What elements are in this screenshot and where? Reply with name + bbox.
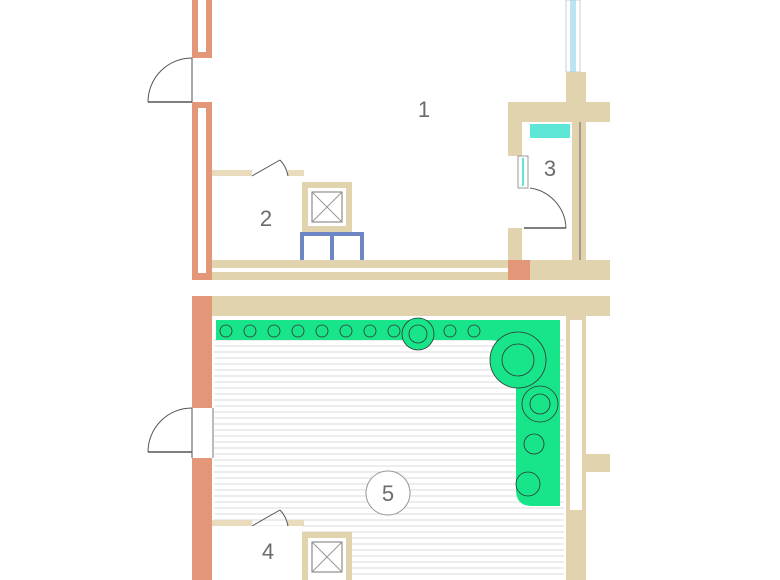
room-5-marker [365, 470, 411, 516]
exterior-wall-left [192, 0, 212, 580]
wall-upper-right [508, 0, 610, 262]
room-label-2: 2 [260, 206, 272, 231]
room-label-3: 3 [544, 156, 556, 181]
shrub-icon [467, 324, 481, 338]
shrub-icon [291, 324, 305, 338]
shrub-icon [387, 324, 401, 338]
shrub-icon [267, 324, 281, 338]
tree-icon [401, 317, 559, 497]
slab [192, 260, 610, 316]
sink-icon [530, 124, 570, 138]
partition-room-4 [212, 509, 304, 580]
door-swing-icon [147, 407, 214, 458]
elevator-icon [302, 182, 352, 232]
bench-icon [300, 232, 364, 260]
room-label-5: 5 [382, 481, 394, 506]
room-label-1: 1 [418, 97, 430, 122]
shrub-row [219, 324, 481, 338]
room-label-4: 4 [262, 539, 274, 564]
shrub-icon [219, 324, 233, 338]
door-swing-icon [147, 57, 193, 103]
shrub-icon [315, 324, 329, 338]
elevator-icon [302, 532, 352, 580]
partition-room-2 [212, 159, 304, 177]
shrub-icon [443, 324, 457, 338]
window-icon [517, 155, 529, 189]
wall-right-lower [566, 316, 610, 580]
shrub-icon [243, 324, 257, 338]
shrub-icon [339, 324, 353, 338]
door-swing-icon [524, 187, 567, 229]
shrub-icon [363, 324, 377, 338]
